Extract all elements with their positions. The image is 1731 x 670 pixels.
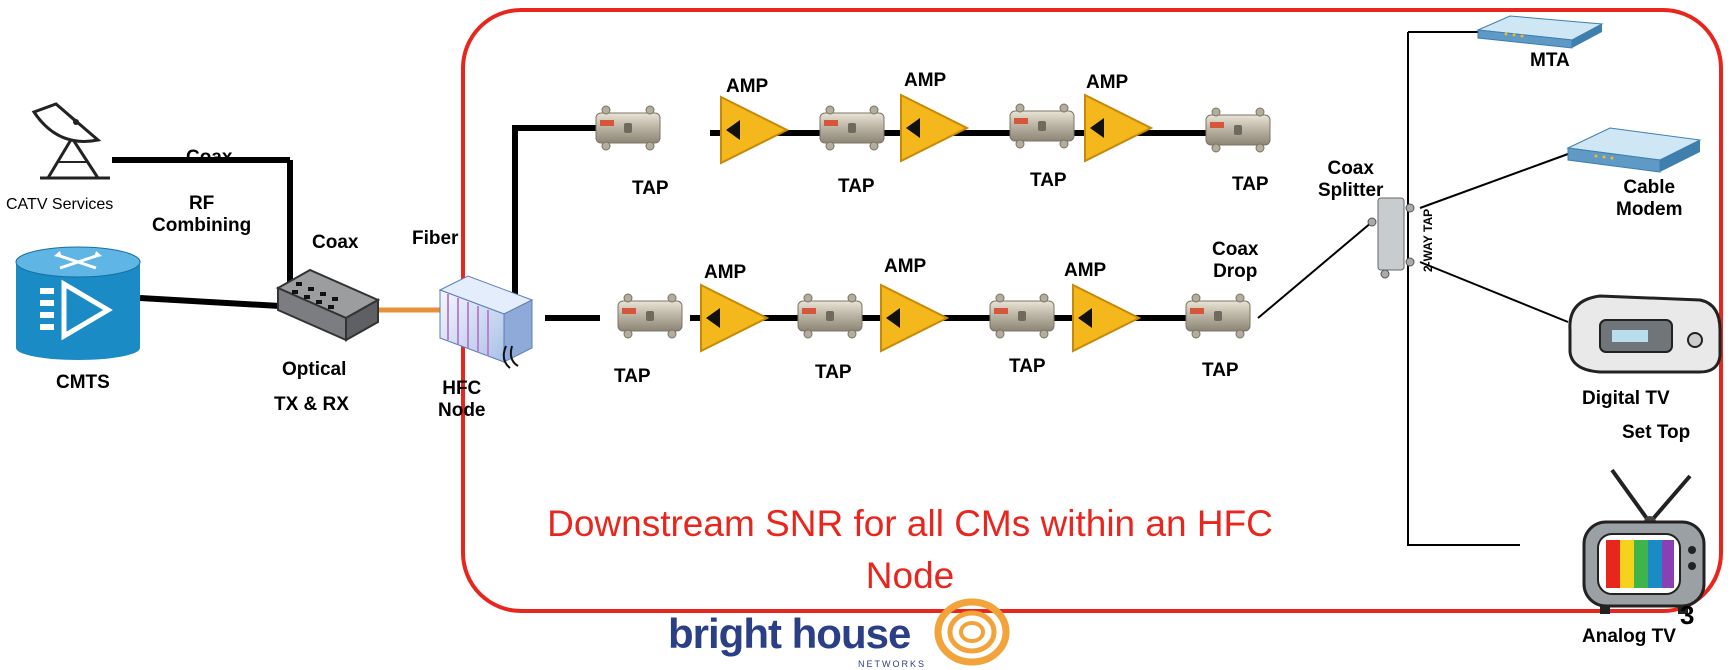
tap-label: TAP — [1030, 170, 1067, 191]
coax-splitter-icon: 2-WAY TAP — [1367, 197, 1435, 279]
page-number: 3 — [1680, 600, 1695, 630]
analog-tv-icon — [1582, 468, 1706, 614]
connection-lines — [112, 31, 1569, 546]
brand-name: bright house — [668, 610, 911, 657]
amp-label: AMP — [1086, 72, 1129, 93]
amp-label: AMP — [884, 256, 927, 277]
tap-label: TAP — [1202, 360, 1239, 381]
tap-icon — [819, 105, 885, 151]
amplifier-icon — [700, 284, 768, 352]
hfc-node-icon — [438, 275, 534, 369]
coax-cmts-line — [139, 295, 281, 309]
cable-modem-label: Cable Modem — [1616, 177, 1683, 220]
tap-label: TAP — [1009, 356, 1046, 377]
optical-label: Optical — [282, 359, 347, 380]
satellite-dish-icon — [31, 102, 110, 180]
brand-sub: NETWORKS — [858, 659, 927, 669]
amplifier-icon — [880, 284, 948, 352]
digital-tv-label: Digital TV — [1582, 388, 1670, 409]
set-top-label: Set Top — [1622, 422, 1691, 443]
fiber-label: Fiber — [412, 228, 459, 249]
tap-label: TAP — [815, 362, 852, 383]
coax-splitter-label: Coax Splitter — [1318, 158, 1384, 201]
two-way-tap-label: 2-WAY TAP — [1421, 209, 1435, 272]
amplifier-icon — [1072, 284, 1140, 352]
coax-drop-label: Coax Drop — [1212, 239, 1259, 282]
cmts-router-icon — [15, 246, 141, 360]
tap-icon — [797, 293, 863, 339]
digital-tv-line — [1419, 261, 1569, 323]
set-top-box-icon — [1568, 294, 1722, 374]
amp-label: AMP — [726, 76, 769, 97]
tap-icon — [989, 293, 1055, 339]
cable-modem-icon — [1566, 127, 1702, 173]
coax-label-1: Coax — [186, 147, 233, 168]
tx-rx-label: TX & RX — [274, 394, 349, 415]
rf-combining-label: RF Combining — [152, 193, 252, 236]
tap-label: TAP — [632, 178, 669, 199]
mta-label: MTA — [1530, 50, 1570, 71]
tap-icon — [1205, 107, 1271, 153]
tap-icon — [1009, 103, 1075, 149]
snr-caption: Downstream SNR for all CMs within an HFC… — [547, 503, 1273, 596]
tap-icon — [595, 105, 661, 151]
tap-label: TAP — [838, 176, 875, 197]
tap-label: TAP — [1232, 174, 1269, 195]
amplifier-icon — [900, 94, 968, 162]
amplifier-icon — [1084, 94, 1152, 162]
coax-drop-line — [1257, 221, 1373, 319]
node-top-branch-line — [512, 125, 620, 300]
amp-label: AMP — [904, 70, 947, 91]
tap-label: TAP — [614, 366, 651, 387]
brand-logo-icon — [934, 598, 1010, 666]
amp-label: AMP — [1064, 260, 1107, 281]
amplifier-icon — [720, 96, 788, 164]
mta-icon — [1476, 15, 1604, 49]
catv-services-label: CATV Services — [6, 196, 114, 213]
optical-transceiver-icon — [275, 268, 381, 342]
analog-tv-label: Analog TV — [1582, 626, 1676, 647]
hfc-node-label: HFC Node — [438, 378, 486, 421]
coax-label-2: Coax — [312, 232, 359, 253]
amp-label: AMP — [704, 262, 747, 283]
home-bus-line — [1407, 32, 1520, 546]
cable-modem-line — [1419, 153, 1569, 209]
tap-icon — [617, 293, 683, 339]
cmts-label: CMTS — [56, 372, 110, 393]
tap-icon — [1185, 293, 1251, 339]
